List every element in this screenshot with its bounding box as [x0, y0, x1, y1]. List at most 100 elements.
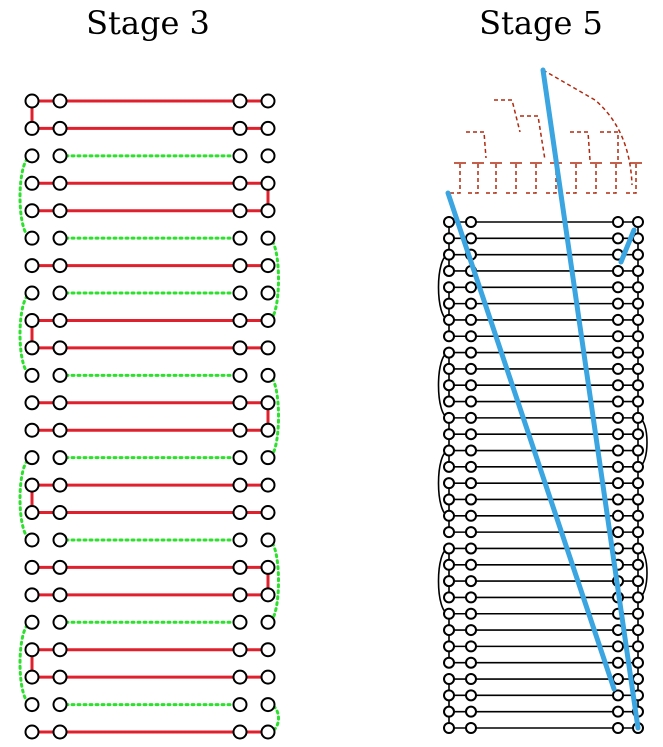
graph-node [443, 264, 455, 277]
graph-node [632, 330, 644, 343]
graph-node [260, 422, 276, 438]
graph-node [24, 312, 40, 328]
graph-node [52, 93, 68, 109]
graph-node [52, 367, 68, 383]
graph-node [443, 281, 455, 294]
graph-node [24, 285, 40, 301]
graph-node [465, 477, 477, 490]
graph-node [52, 642, 68, 658]
graph-node [465, 558, 477, 571]
graph-node [24, 422, 40, 438]
graph-node [465, 297, 477, 310]
graph-node [465, 232, 477, 245]
graph-node [443, 248, 455, 261]
graph-node [52, 669, 68, 685]
tree-branch [600, 131, 619, 160]
graph-node [443, 379, 455, 392]
graph-node [612, 362, 624, 375]
tree-branch [586, 163, 597, 194]
graph-node [465, 640, 477, 653]
graph-node [443, 526, 455, 539]
graph-node [632, 477, 644, 490]
graph-node [260, 532, 276, 548]
graph-node [465, 428, 477, 441]
graph-node [632, 379, 644, 392]
graph-node [52, 230, 68, 246]
graph-node [612, 297, 624, 310]
graph-node [443, 575, 455, 588]
graph-node [260, 614, 276, 630]
graph-node [24, 395, 40, 411]
tree-branch [526, 163, 537, 194]
graph-node [612, 444, 624, 457]
graph-node [612, 330, 624, 343]
graph-node [52, 505, 68, 521]
graph-node [260, 93, 276, 109]
graph-node [52, 450, 68, 466]
graph-node [232, 120, 248, 136]
tree-branch [486, 163, 497, 194]
graph-node [232, 395, 248, 411]
graph-node [232, 477, 248, 493]
graph-node [632, 526, 644, 539]
dotted-arc [18, 620, 34, 707]
graph-node [260, 450, 276, 466]
graph-node [260, 559, 276, 575]
graph-node [443, 607, 455, 620]
graph-node [260, 505, 276, 521]
graph-node [465, 722, 477, 734]
graph-node [612, 232, 624, 245]
highlight-line [445, 190, 617, 692]
graph-node [465, 444, 477, 457]
graph-node [52, 312, 68, 328]
graph-node [232, 312, 248, 328]
graph-node [632, 673, 644, 686]
tree-branch [450, 163, 461, 194]
graph-node [612, 673, 624, 686]
graph-node [465, 591, 477, 604]
graph-node [52, 258, 68, 274]
graph-node [612, 477, 624, 490]
graph-node [24, 477, 40, 493]
graph-node [632, 493, 644, 506]
graph-node [260, 175, 276, 191]
tree-branch [520, 115, 546, 161]
graph-node [260, 285, 276, 301]
graph-node [24, 669, 40, 685]
graph-node [443, 362, 455, 375]
graph-node [632, 428, 644, 441]
graph-node [443, 640, 455, 653]
graph-node [24, 367, 40, 383]
graph-node [260, 642, 276, 658]
highlight-line [540, 67, 641, 731]
graph-node [632, 297, 644, 310]
graph-node [612, 428, 624, 441]
graph-node [232, 258, 248, 274]
graph-node [632, 444, 644, 457]
graph-node [632, 411, 644, 424]
graph-node [232, 559, 248, 575]
graph-node [232, 175, 248, 191]
graph-node [632, 542, 644, 555]
graph-node [24, 450, 40, 466]
graph-node [443, 722, 455, 734]
graph-node [24, 258, 40, 274]
graph-node [52, 532, 68, 548]
graph-node [232, 367, 248, 383]
graph-node [465, 330, 477, 343]
graph-node [465, 493, 477, 506]
tree-branch [606, 163, 617, 194]
graph-node [443, 460, 455, 473]
graph-node [52, 422, 68, 438]
graph-node [465, 656, 477, 669]
graph-node [465, 216, 477, 228]
graph-node [465, 689, 477, 702]
graph-node [465, 460, 477, 473]
graph-node [612, 216, 624, 228]
graph-node [465, 607, 477, 620]
graph-node [260, 148, 276, 164]
graph-node [632, 575, 644, 588]
graph-node [443, 591, 455, 604]
graph-node [612, 313, 624, 326]
stage-5-graph [437, 67, 648, 734]
